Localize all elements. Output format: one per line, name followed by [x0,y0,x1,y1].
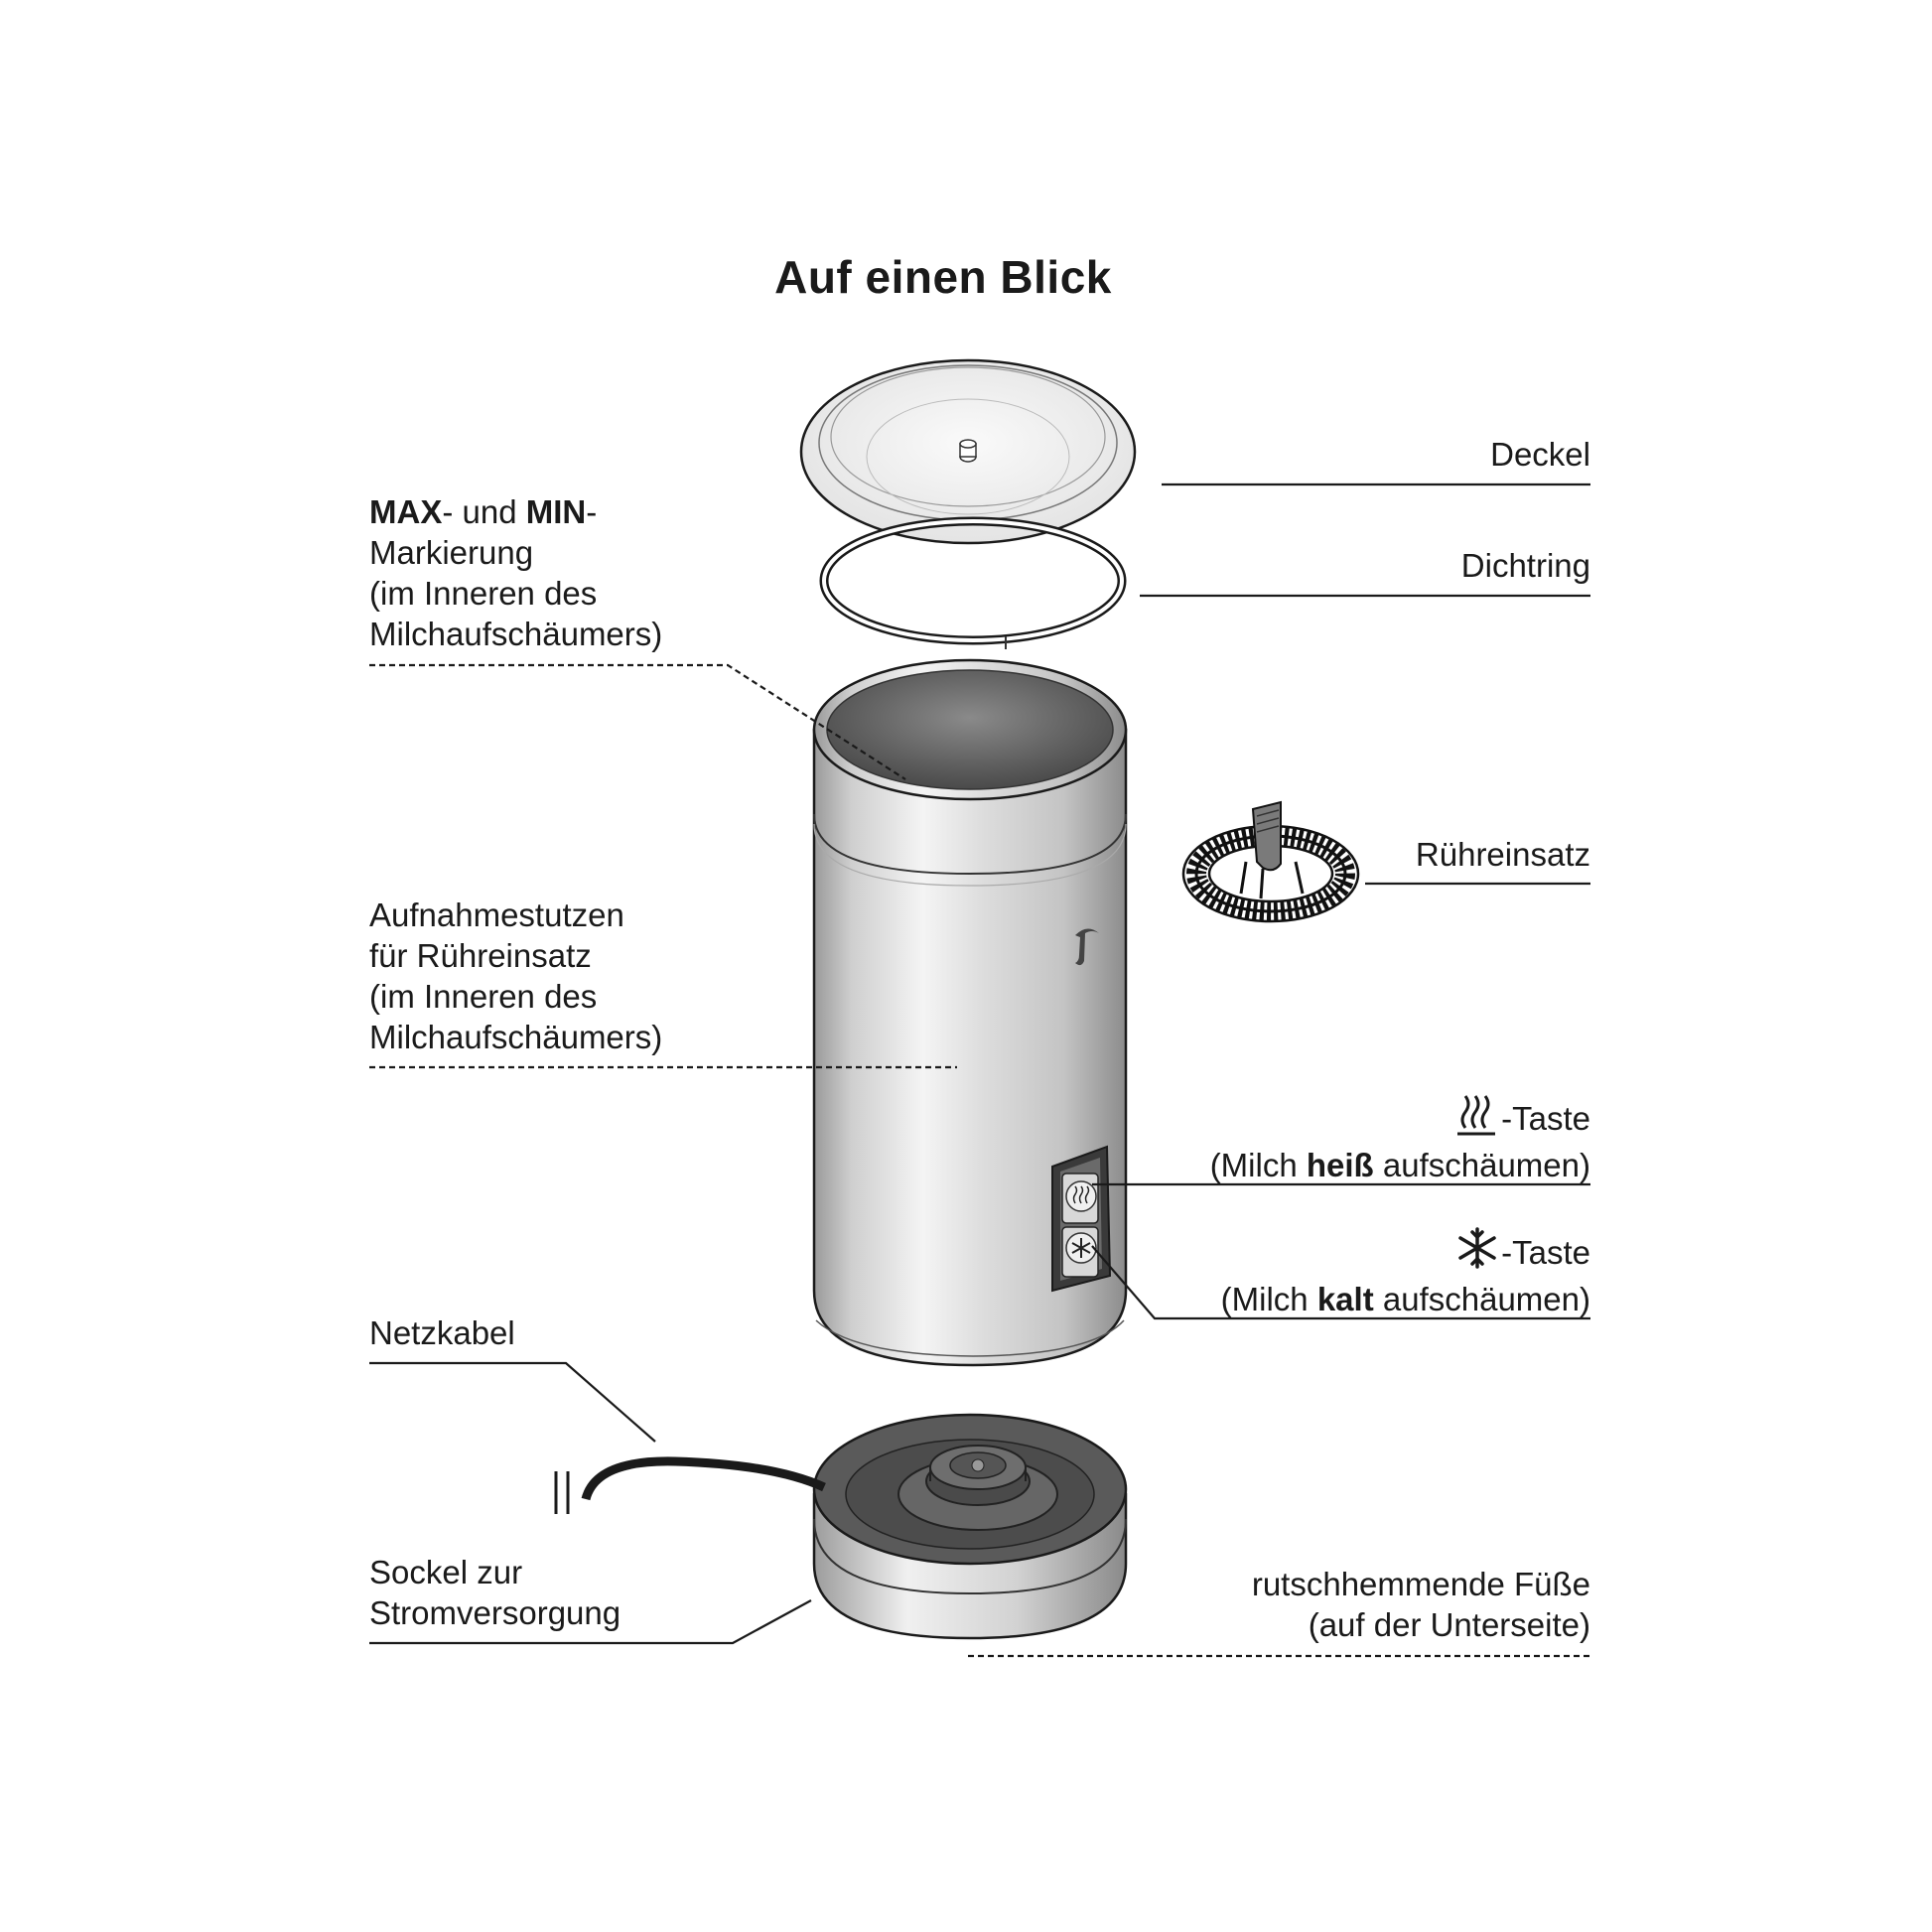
hot-pre-text: (Milch [1209,1147,1307,1183]
label-power-base-line1: Sockel zur [369,1554,523,1590]
label-whisk-holder-line3: (im Inneren des [369,978,598,1015]
label-whisk: Rühreinsatz [1415,836,1590,873]
sealing-ring [819,516,1127,649]
dash-text: - [586,493,598,530]
label-max-min-line3: (im Inneren des [369,575,598,612]
label-max-min-marking: MAX- und MIN- Markierung (im Inneren des… [369,491,662,654]
control-panel [1051,1145,1112,1293]
leader-lines [369,483,1590,1658]
label-whisk-holder-line2: für Rühreinsatz [369,937,592,974]
label-max-min-line4: Milchaufschäumers) [369,616,663,652]
label-max-min-line1: MAX- und MIN- [369,491,662,532]
label-whisk-holder-line4: Milchaufschäumers) [369,1019,663,1055]
whisk [1181,800,1360,923]
label-whisk-holder: Aufnahmestutzen für Rühreinsatz (im Inne… [369,895,662,1057]
label-power-base: Sockel zur Stromversorgung [369,1552,621,1633]
hot-bold-text: heiß [1306,1147,1374,1183]
jug-body [812,658,1128,1367]
label-hot-button-line2: (Milch heiß aufschäumen) [1210,1145,1590,1185]
hot-taste-text: -Taste [1501,1100,1590,1137]
label-non-slip-feet-line1: rutschhemmende Füße [1251,1566,1590,1602]
label-lid: Deckel [1490,436,1590,473]
cold-post-text: aufschäumen) [1373,1281,1590,1317]
tchibo-logo-icon [1075,928,1099,966]
hot-post-text: aufschäumen) [1373,1147,1590,1183]
cold-taste-text: -Taste [1501,1234,1590,1271]
power-base [812,1413,1128,1640]
label-max-min-line2: Markierung [369,534,534,571]
min-text: MIN [525,493,587,530]
label-cold-button-line2: (Milch kalt aufschäumen) [1221,1279,1590,1319]
snowflake-icon [1455,1226,1499,1279]
label-cold-button: -Taste (Milch kalt aufschäumen) [1221,1226,1590,1319]
cold-pre-text: (Milch [1220,1281,1317,1317]
und-text: - und [442,493,526,530]
lid [799,358,1137,545]
label-cold-button-line1: -Taste [1221,1226,1590,1279]
label-non-slip-feet: rutschhemmende Füße (auf der Unterseite) [1252,1564,1590,1645]
label-hot-button-line1: -Taste [1210,1092,1590,1145]
power-cord [554,1456,826,1514]
max-text: MAX [369,493,443,530]
label-power-cord: Netzkabel [369,1314,515,1351]
label-power-base-line2: Stromversorgung [369,1594,621,1631]
steam-icon [1455,1092,1499,1145]
page-title: Auf einen Blick [774,251,1112,303]
cold-bold-text: kalt [1316,1281,1374,1317]
label-hot-button: -Taste (Milch heiß aufschäumen) [1210,1092,1590,1185]
label-whisk-holder-line1: Aufnahmestutzen [369,897,624,933]
label-sealing-ring: Dichtring [1460,547,1590,584]
label-non-slip-feet-line2: (auf der Unterseite) [1308,1606,1590,1643]
